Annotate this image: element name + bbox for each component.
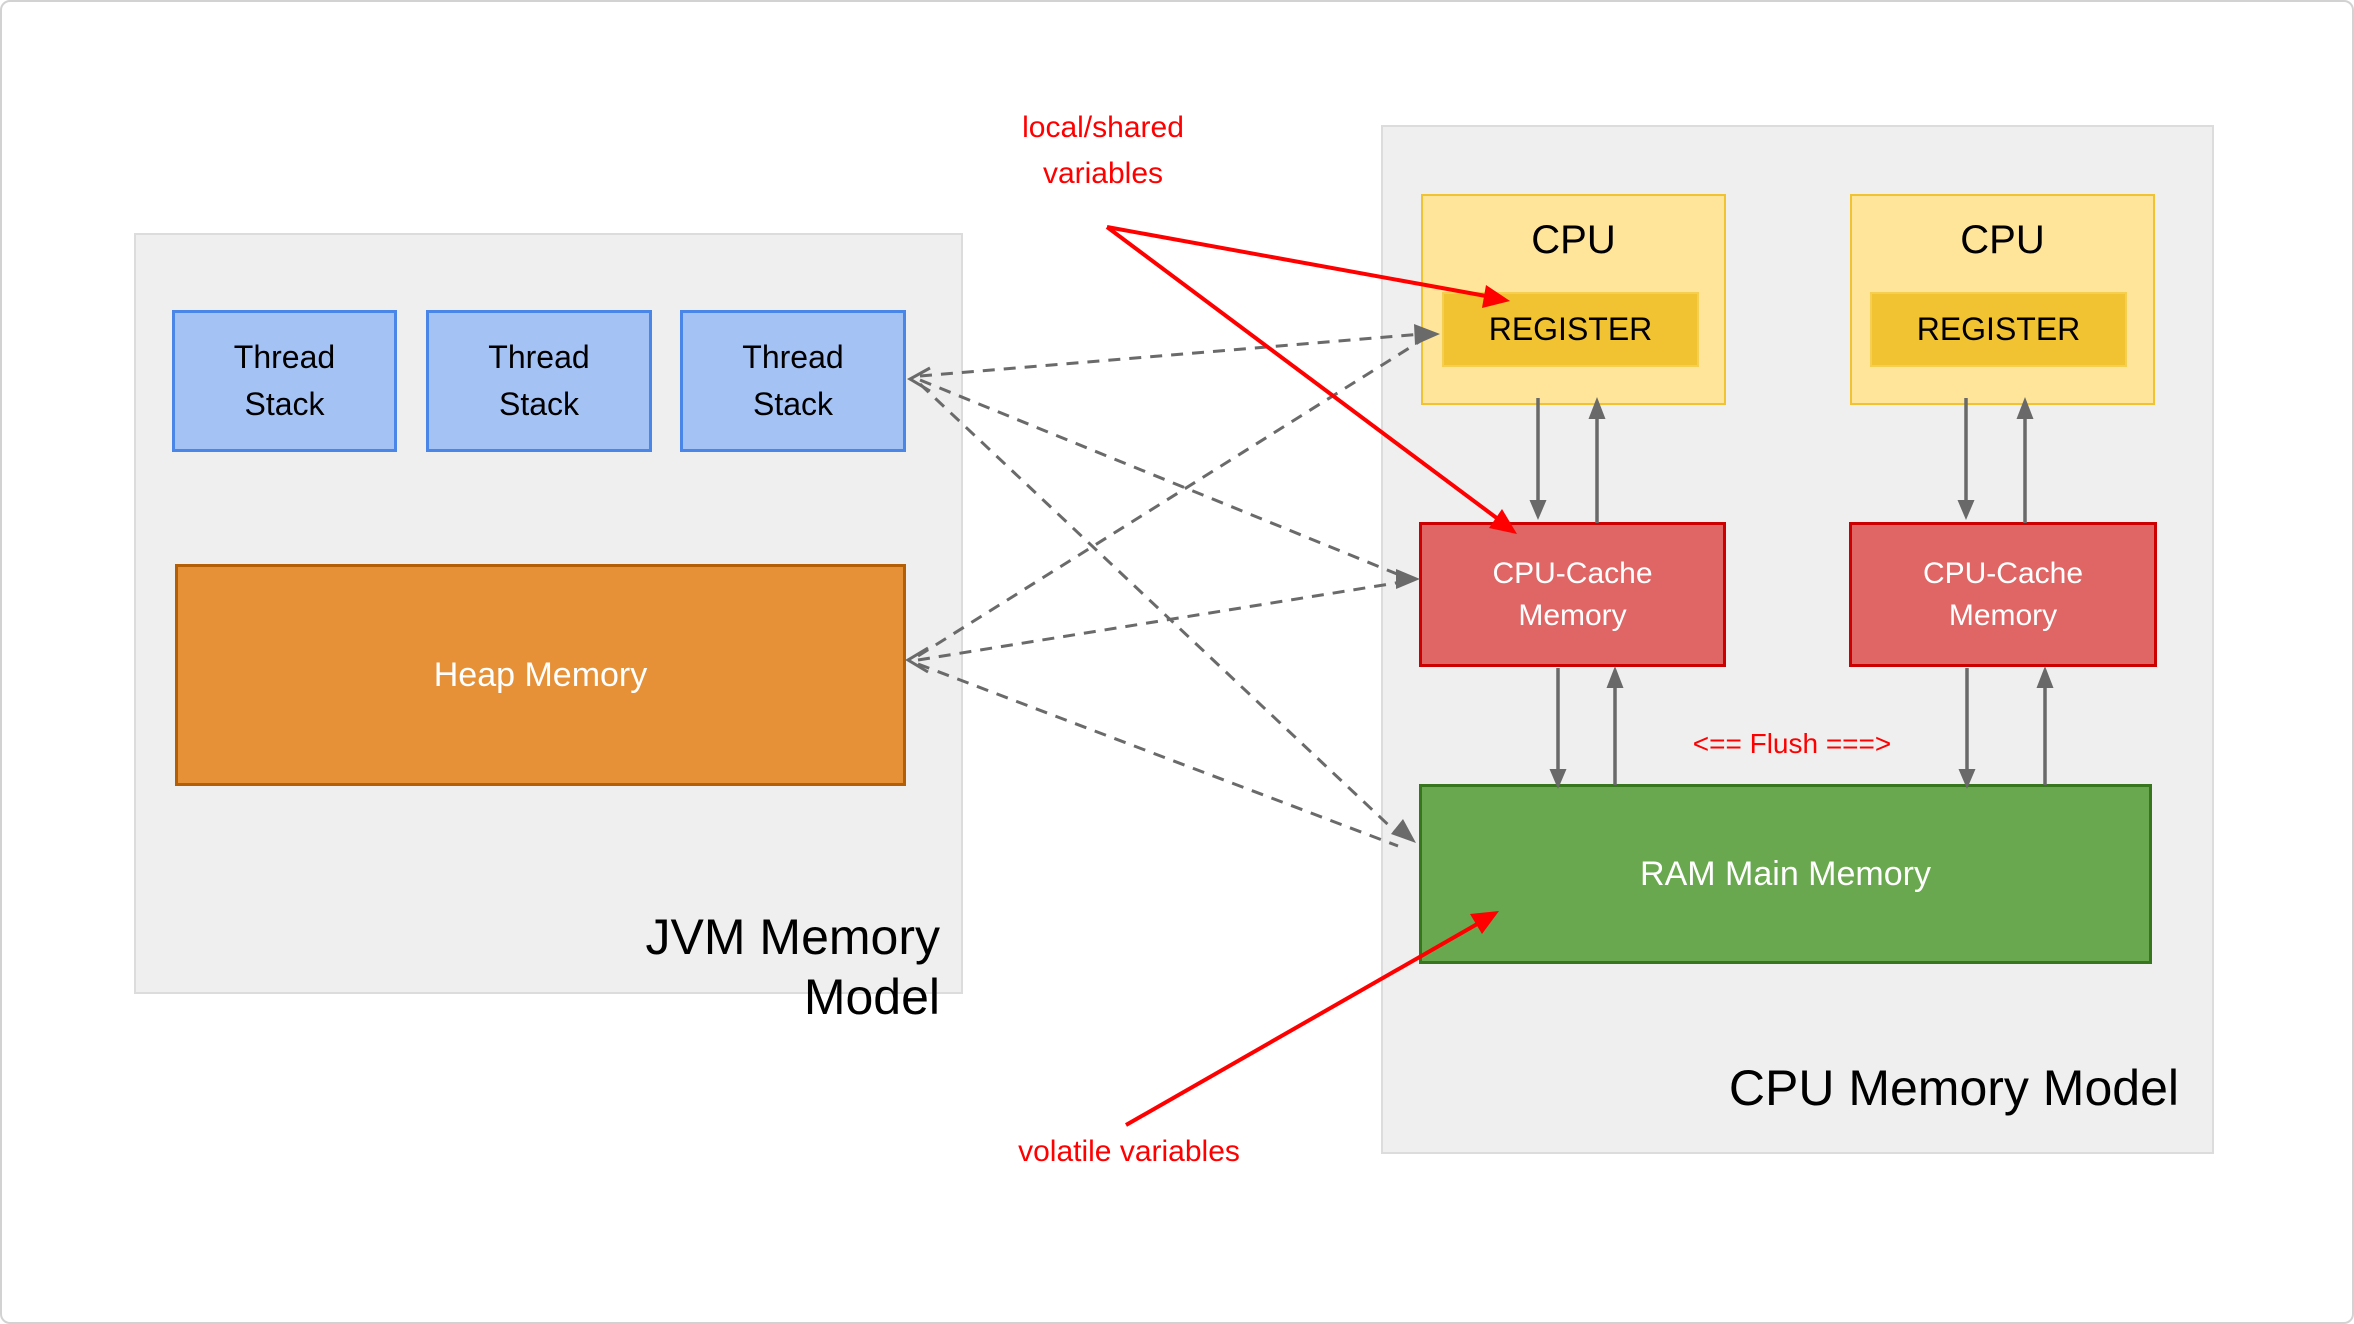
register-label: REGISTER [1916, 311, 2081, 347]
ram-label: RAM Main Memory [1640, 854, 1931, 893]
volatile-variables-label: volatile variables [1018, 1135, 1240, 1168]
cpu-label: CPU [1960, 218, 2045, 262]
register-label: REGISTER [1488, 311, 1653, 347]
heap-memory-label: Heap Memory [433, 655, 648, 694]
thread-stack-label: Thread Stack [233, 339, 336, 422]
register-box-2: REGISTER [1870, 292, 2127, 367]
jvm-panel-title: JVM Memory Model [645, 909, 940, 1025]
thread-stack-box-2: Thread Stack [426, 310, 652, 452]
dashed-arrow-heap-register [917, 338, 1423, 658]
cpu-cache-box-2: CPU-Cache Memory [1849, 522, 2157, 667]
heap-memory-box: Heap Memory [175, 564, 906, 786]
cpu-label: CPU [1531, 218, 1616, 262]
thread-stack-box-3: Thread Stack [680, 310, 906, 452]
thread-stack-label: Thread Stack [742, 339, 844, 422]
register-box-1: REGISTER [1442, 292, 1699, 367]
cpu-panel-title: CPU Memory Model [1728, 1060, 2179, 1116]
flush-label: <== Flush ===> [1692, 728, 1892, 759]
dashed-arrow-threadstack-cache [919, 378, 1403, 578]
thread-stack-label: Thread Stack [488, 339, 590, 422]
dashed-arrow-threadstack-register [919, 332, 1423, 378]
dashed-arrow-heap-ram [917, 662, 1399, 848]
thread-stack-box-1: Thread Stack [172, 310, 397, 452]
cpu-cache-label: CPU-Cache Memory [1492, 556, 1653, 632]
dashed-arrow-heap-cache [917, 580, 1403, 662]
cpu-cache-box-1: CPU-Cache Memory [1419, 522, 1726, 667]
dashed-connectors [917, 332, 1423, 848]
local-shared-variables-label: local/shared variables [1022, 111, 1184, 190]
cpu-cache-label: CPU-Cache Memory [1922, 556, 2084, 632]
ram-main-memory-box: RAM Main Memory [1419, 784, 2152, 964]
dashed-arrow-threadstack-ram [918, 382, 1400, 836]
